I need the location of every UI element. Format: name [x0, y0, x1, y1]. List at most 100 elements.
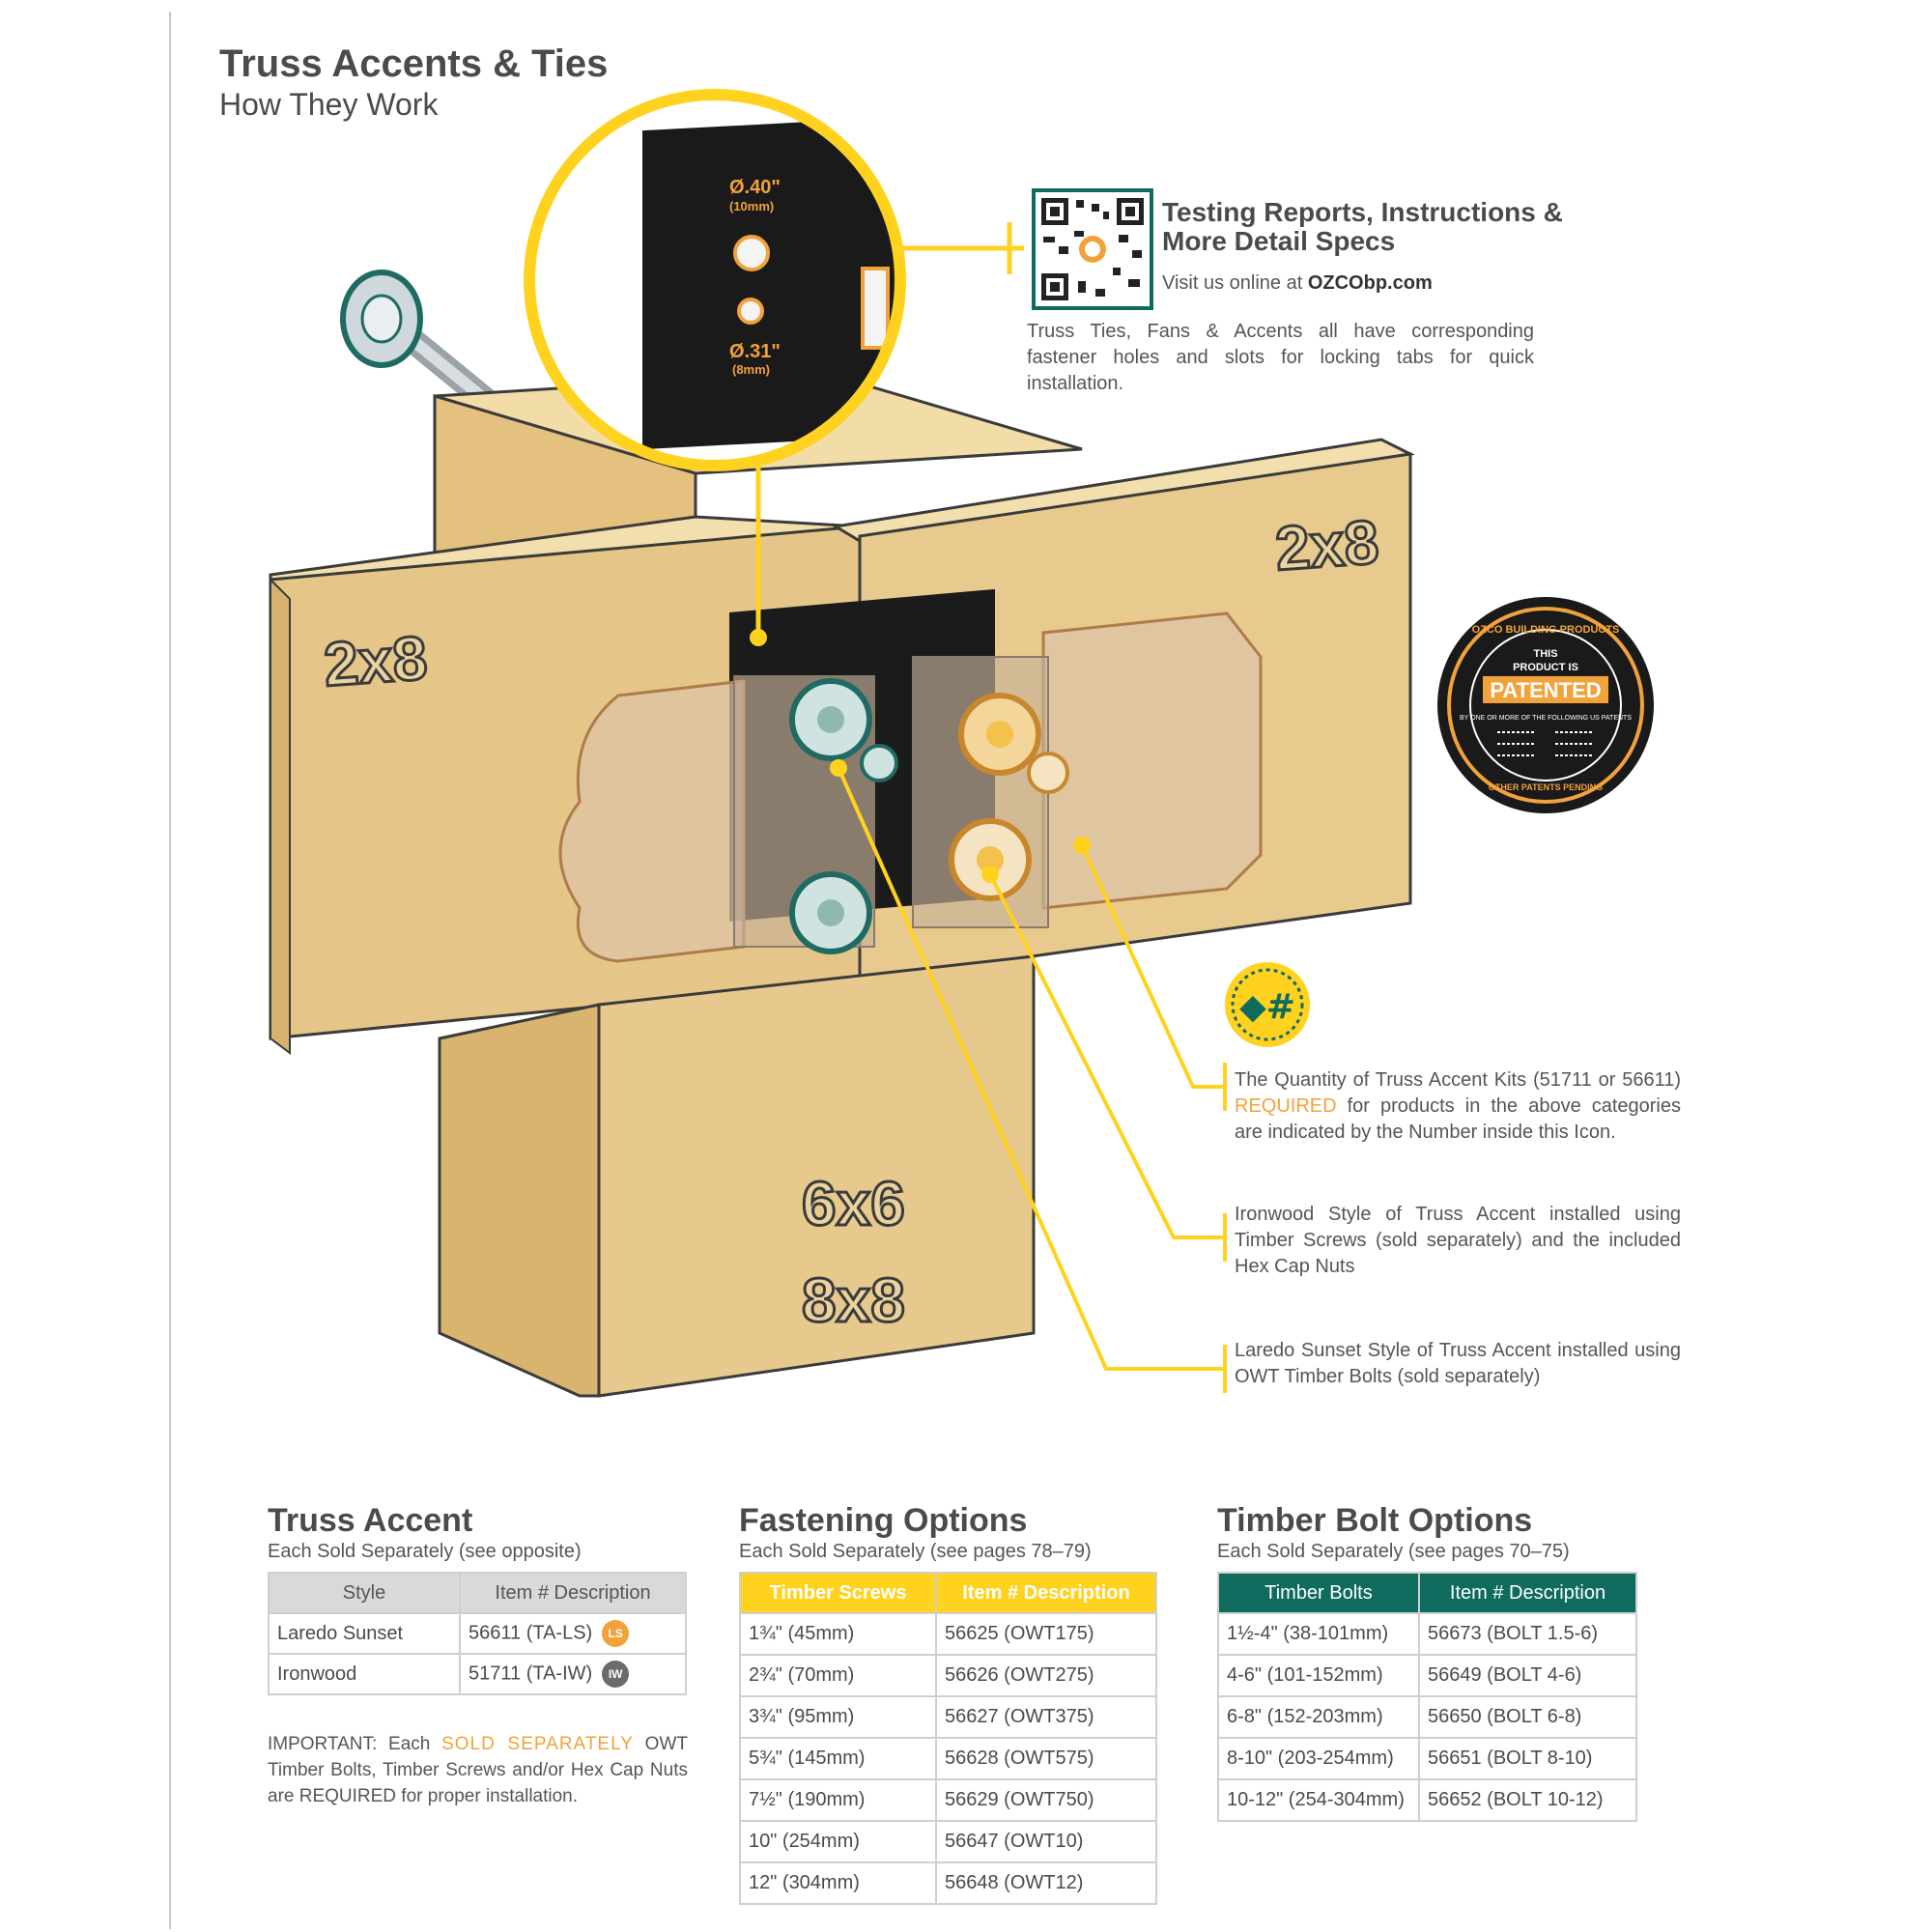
item-cell: 51711 (TA-IW) IW: [459, 1653, 687, 1695]
qr-description: Truss Ties, Fans & Accents all have corr…: [1027, 321, 1534, 394]
col-header-item: Item # Description: [935, 1572, 1157, 1614]
size-cell: 1½-4" (38-101mm): [1217, 1612, 1420, 1656]
label-8x8: 8x8: [802, 1265, 905, 1335]
timber-bolt-subtitle: Each Sold Separately (see pages 70–75): [1217, 1541, 1570, 1562]
size-cell: 7½" (190mm): [739, 1778, 937, 1822]
table-row: 10-12" (254-304mm)56652 (BOLT 10-12): [1217, 1778, 1637, 1822]
callout-laredo: Laredo Sunset Style of Truss Accent inst…: [1235, 1340, 1681, 1387]
ls-badge-icon: LS: [602, 1620, 630, 1647]
size-cell: 6-8" (152-203mm): [1217, 1695, 1420, 1739]
item-cell: 56651 (BOLT 8-10): [1418, 1737, 1637, 1780]
label-6x6: 6x6: [802, 1169, 905, 1238]
truss-illustration: 2x8 2x8 6x6 8x8 Ø.40" (10mm) Ø.31" (8mm): [269, 89, 1654, 1398]
qr-visit-prefix: Visit us online at: [1162, 272, 1303, 294]
table-row: 6-8" (152-203mm)56650 (BOLT 6-8): [1217, 1695, 1637, 1739]
callout-kits-text: The Quantity of Truss Accent Kits (51711…: [1235, 1069, 1681, 1091]
style-cell: Ironwood: [268, 1653, 461, 1695]
size-cell: 8-10" (203-254mm): [1217, 1737, 1420, 1780]
callout-kits-quantity: The Quantity of Truss Accent Kits (51711…: [1235, 1067, 1681, 1146]
timber-bolt-table: Timber Bolts Item # Description 1½-4" (3…: [1217, 1572, 1637, 1822]
table-row: 12" (304mm)56648 (OWT12): [739, 1861, 1157, 1905]
table-header-row: Timber Bolts Item # Description: [1217, 1572, 1637, 1614]
qr-code[interactable]: [1032, 188, 1153, 310]
table-row: 10" (254mm)56647 (OWT10): [739, 1820, 1157, 1863]
page-divider-line: [169, 12, 171, 1929]
table-row: Ironwood 51711 (TA-IW) IW: [268, 1653, 687, 1695]
seal-main: PATENTED: [1490, 678, 1601, 702]
iw-badge-icon: IW: [602, 1661, 630, 1688]
item-text: 51711 (TA-IW): [469, 1662, 593, 1685]
important-note: IMPORTANT: Each SOLD SEPARATELY OWT Timb…: [268, 1731, 688, 1809]
item-cell: 56647 (OWT10): [935, 1820, 1157, 1863]
hole-small-dim: Ø.31": [729, 341, 781, 362]
item-cell: 56649 (BOLT 4-6): [1418, 1654, 1637, 1697]
item-cell: 56650 (BOLT 6-8): [1418, 1695, 1637, 1739]
table-header-row: Timber Screws Item # Description: [739, 1572, 1157, 1614]
page-title: Truss Accents & Ties: [219, 43, 609, 85]
label-right-2x8: 2x8: [1273, 507, 1381, 583]
col-header-screws: Timber Screws: [739, 1572, 937, 1614]
post-bottom: [438, 954, 1036, 1398]
col-header-item: Item # Description: [1418, 1572, 1637, 1614]
table-row: 7½" (190mm)56629 (OWT750): [739, 1778, 1157, 1822]
table-header-row: Style Item # Description: [268, 1572, 687, 1614]
qr-visit-line: Visit us online at OZCObp.com: [1162, 272, 1433, 295]
item-cell: 56628 (OWT575): [935, 1737, 1157, 1780]
fastening-title: Fastening Options: [739, 1502, 1028, 1539]
hole-large-dim: Ø.40": [729, 177, 781, 198]
table-row: 2¾" (70mm)56626 (OWT275): [739, 1654, 1157, 1697]
page-subtitle: How They Work: [219, 87, 439, 122]
table-row: 4-6" (101-152mm)56649 (BOLT 4-6): [1217, 1654, 1637, 1697]
size-cell: 10-12" (254-304mm): [1217, 1778, 1420, 1822]
size-cell: 5¾" (145mm): [739, 1737, 937, 1780]
seal-ring-bottom: OTHER PATENTS PENDING: [1489, 782, 1603, 792]
truss-accent-subtitle: Each Sold Separately (see opposite): [268, 1541, 582, 1562]
item-text: 56611 (TA-LS): [469, 1622, 593, 1644]
size-cell: 3¾" (95mm): [739, 1695, 937, 1739]
hole-large-mm: (10mm): [729, 199, 774, 213]
quantity-icon: ◆#: [1225, 962, 1310, 1047]
item-cell: 56629 (OWT750): [935, 1778, 1157, 1822]
table-row: 1½-4" (38-101mm)56673 (BOLT 1.5-6): [1217, 1612, 1637, 1656]
col-header-style: Style: [268, 1572, 461, 1614]
table-row: Laredo Sunset 56611 (TA-LS) LS: [268, 1612, 687, 1655]
item-cell: 56627 (OWT375): [935, 1695, 1157, 1739]
style-cell: Laredo Sunset: [268, 1612, 461, 1655]
size-cell: 2¾" (70mm): [739, 1654, 937, 1697]
size-cell: 4-6" (101-152mm): [1217, 1654, 1420, 1697]
seal-sub: BY ONE OR MORE OF THE FOLLOWING US PATEN…: [1460, 715, 1632, 722]
qr-title: Testing Reports, Instructions & More Det…: [1162, 197, 1563, 256]
qr-code-icon: [1041, 198, 1144, 300]
seal-line1: THIS: [1533, 648, 1557, 660]
hex-cap-nuts: [789, 678, 1069, 954]
label-left-2x8: 2x8: [322, 623, 430, 699]
timber-bolt-title: Timber Bolt Options: [1217, 1502, 1533, 1539]
callout-ironwood: Ironwood Style of Truss Accent installed…: [1235, 1204, 1681, 1277]
size-cell: 1¾" (45mm): [739, 1612, 937, 1656]
patent-seal: OZCO BUILDING PRODUCTS THIS PRODUCT IS P…: [1437, 597, 1654, 813]
item-cell: 56626 (OWT275): [935, 1654, 1157, 1697]
qr-url-link[interactable]: OZCObp.com: [1307, 272, 1433, 294]
size-cell: 10" (254mm): [739, 1820, 937, 1863]
item-cell: 56648 (OWT12): [935, 1861, 1157, 1905]
item-cell: 56611 (TA-LS) LS: [459, 1612, 687, 1655]
size-cell: 12" (304mm): [739, 1861, 937, 1905]
col-header-item: Item # Description: [459, 1572, 687, 1614]
hole-small-mm: (8mm): [732, 362, 770, 377]
table-row: 5¾" (145mm)56628 (OWT575): [739, 1737, 1157, 1780]
seal-ring-top: OZCO BUILDING PRODUCTS: [1472, 624, 1620, 636]
col-header-bolts: Timber Bolts: [1217, 1572, 1420, 1614]
callout-leaders: [830, 759, 1227, 1393]
qr-leader: [900, 222, 1024, 274]
important-suffix: OWT Timber Bolts, Timber Screws and/or H…: [268, 1734, 688, 1806]
table-row: 3¾" (95mm)56627 (OWT375): [739, 1695, 1157, 1739]
item-cell: 56673 (BOLT 1.5-6): [1418, 1612, 1637, 1656]
item-cell: 56625 (OWT175): [935, 1612, 1157, 1656]
fastening-subtitle: Each Sold Separately (see pages 78–79): [739, 1541, 1092, 1562]
truss-accent-table: Style Item # Description Laredo Sunset 5…: [268, 1572, 687, 1695]
important-prefix: IMPORTANT: Each: [268, 1734, 431, 1754]
seal-line2: PRODUCT IS: [1513, 662, 1578, 673]
table-row: 1¾" (45mm)56625 (OWT175): [739, 1612, 1157, 1656]
callout-kits-text-2: for products in the above categories are…: [1235, 1095, 1682, 1143]
important-highlight: SOLD SEPARATELY: [441, 1734, 634, 1754]
